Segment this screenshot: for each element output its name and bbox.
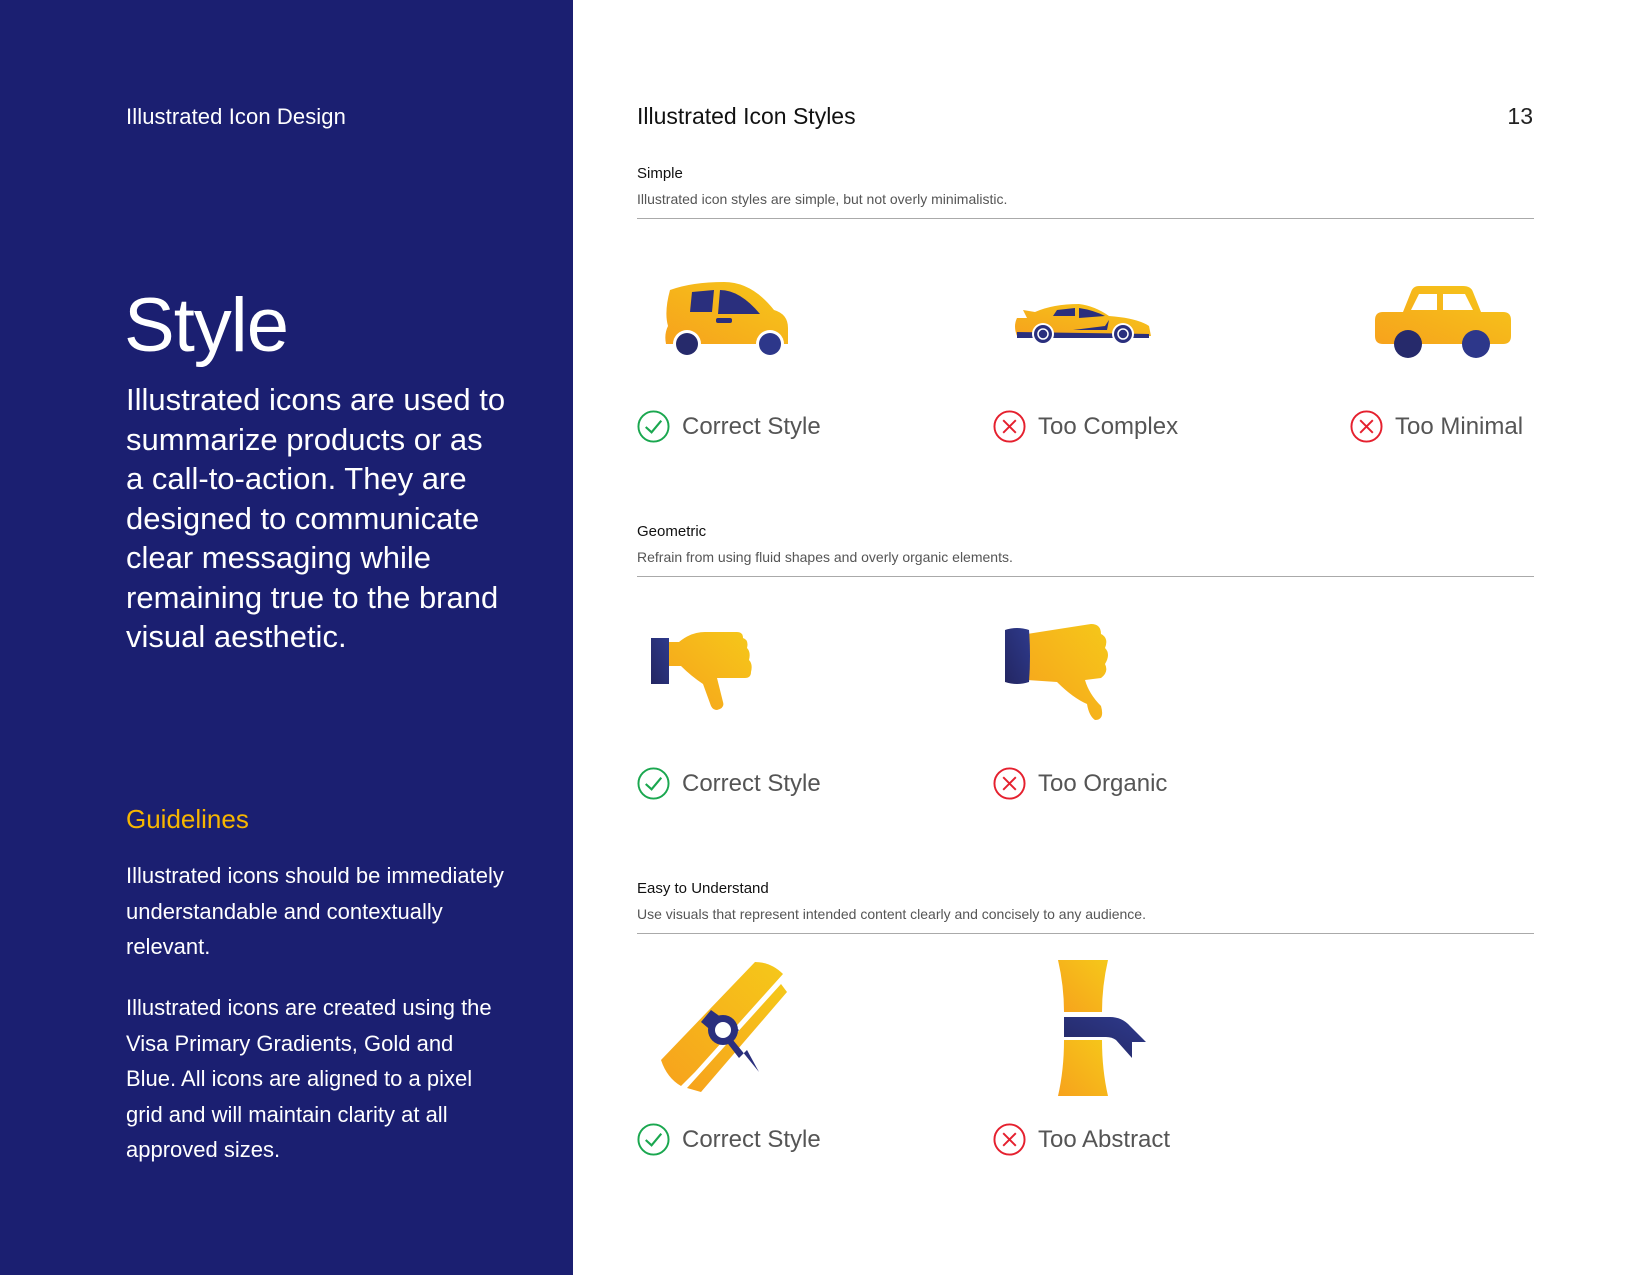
section-description: Use visuals that represent intended cont… <box>637 906 1146 922</box>
verdict-label: Too Abstract <box>993 1123 1170 1156</box>
check-circle-icon <box>637 410 670 443</box>
verdict-label: Correct Style <box>637 1123 821 1156</box>
verdict-text: Too Minimal <box>1395 412 1524 440</box>
section-simple: Simple Illustrated icon styles are simpl… <box>637 165 1534 219</box>
page-title: Style <box>124 283 289 368</box>
section-description: Refrain from using fluid shapes and over… <box>637 549 1013 565</box>
verdict-label: Too Minimal <box>1350 410 1523 443</box>
page-number: 13 <box>1507 103 1533 129</box>
check-circle-icon <box>637 767 670 800</box>
verdict-label: Too Organic <box>993 767 1167 800</box>
section-label: Geometric <box>637 523 707 540</box>
divider <box>637 576 1534 577</box>
sidebar: Illustrated Icon Design Style Illustrate… <box>0 0 573 1275</box>
sports-car-icon <box>1015 304 1151 345</box>
section-description: Illustrated icon styles are simple, but … <box>637 191 1008 207</box>
x-circle-icon <box>993 410 1026 443</box>
x-circle-icon <box>993 767 1026 800</box>
section-easy-to-understand: Easy to Understand Use visuals that repr… <box>637 880 1534 934</box>
verdict-label: Too Complex <box>993 410 1178 443</box>
thumbs-down-geometric-icon <box>651 632 752 710</box>
hatchback-car-icon <box>665 282 788 358</box>
verdict-text: Correct Style <box>682 412 821 440</box>
x-circle-icon <box>1350 410 1383 443</box>
section-title: Illustrated Icon Styles <box>637 103 856 129</box>
section-label: Easy to Understand <box>637 880 769 897</box>
document-header: Illustrated Icon Design <box>126 104 346 129</box>
section-geometric: Geometric Refrain from using fluid shape… <box>637 523 1534 577</box>
minimal-car-icon <box>1375 286 1511 358</box>
thumbs-down-organic-icon <box>1005 624 1108 720</box>
divider <box>637 933 1534 934</box>
guidelines-paragraph-1: Illustrated icons should be immediately … <box>126 863 504 959</box>
verdict-text: Correct Style <box>682 769 821 797</box>
divider <box>637 218 1534 219</box>
verdict-text: Correct Style <box>682 1125 821 1153</box>
verdict-text: Too Organic <box>1038 769 1168 797</box>
intro-paragraph: Illustrated icons are used to summarize … <box>126 382 506 654</box>
guidelines-heading: Guidelines <box>126 804 249 834</box>
main-content: Illustrated Icon Styles 13 Simple Illust… <box>573 0 1650 1275</box>
verdict-text: Too Complex <box>1038 412 1179 440</box>
verdict-text: Too Abstract <box>1038 1125 1171 1153</box>
x-circle-icon <box>993 1123 1026 1156</box>
verdict-label: Correct Style <box>637 410 821 443</box>
abstract-scroll-icon <box>1058 960 1146 1096</box>
check-circle-icon <box>637 1123 670 1156</box>
section-label: Simple <box>637 165 683 182</box>
guidelines-paragraph-2: Illustrated icons are created using the … <box>126 995 492 1162</box>
verdict-label: Correct Style <box>637 767 821 800</box>
diploma-scroll-icon <box>661 962 787 1092</box>
